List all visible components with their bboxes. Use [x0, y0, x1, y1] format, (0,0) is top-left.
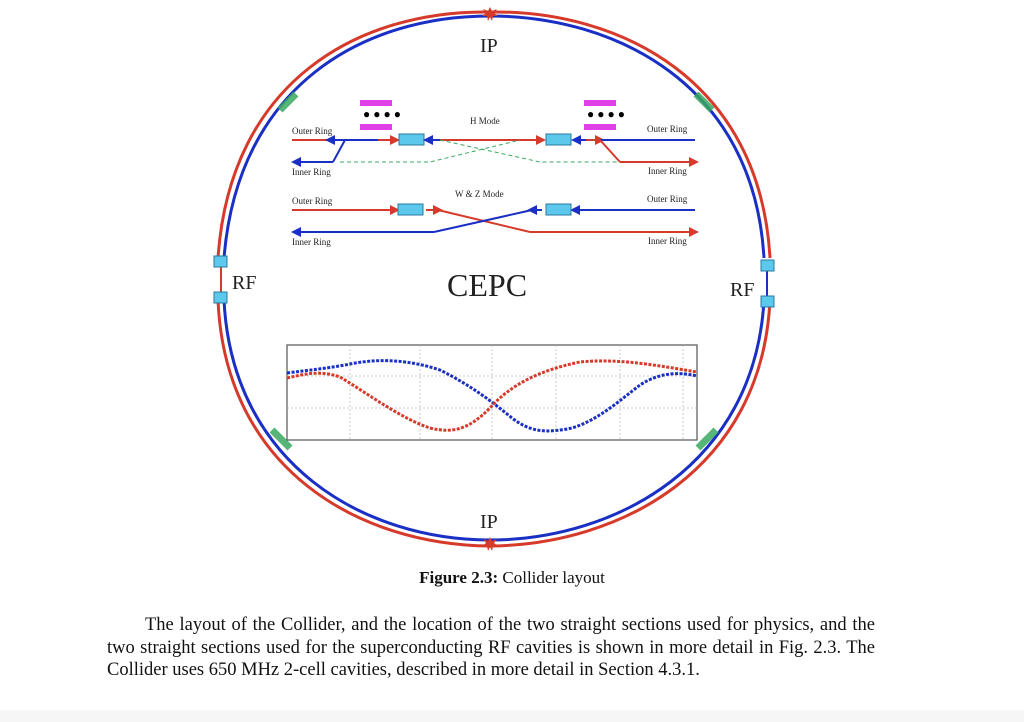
h-mode-title: H Mode [470, 116, 500, 126]
collider-ring [216, 10, 772, 548]
ip-bottom-label: IP [480, 511, 498, 533]
blue-series [286, 359, 698, 433]
beam-orbit-plot [286, 344, 698, 441]
caption-text: Collider layout [498, 568, 605, 587]
ip-bottom-star-icon [482, 537, 498, 551]
rf-right-cavities [760, 259, 775, 308]
wz-outer-ring-right: Outer Ring [647, 194, 688, 204]
collider-layout-figure: IP IP RF RF ● ● ● ● ● ● ● ● H Mod [213, 7, 775, 551]
paragraph-text: The layout of the Collider, and the loca… [107, 615, 875, 680]
page-bottom-edge [0, 710, 1024, 722]
caption-label: Figure 2.3: [419, 568, 499, 587]
h-inner-ring-right: Inner Ring [648, 166, 687, 176]
svg-text:● ● ● ●: ● ● ● ● [587, 107, 625, 121]
h-outer-ring-left: Outer Ring [292, 126, 333, 136]
red-series [286, 359, 698, 432]
wz-inner-ring-left: Inner Ring [292, 237, 331, 247]
h-inner-ring-left: Inner Ring [292, 167, 331, 177]
svg-text:● ● ● ●: ● ● ● ● [363, 107, 401, 121]
rf-right-label: RF [730, 279, 754, 301]
cepc-title: CEPC [447, 267, 527, 303]
wz-inner-ring-right: Inner Ring [648, 236, 687, 246]
wz-outer-ring-left: Outer Ring [292, 196, 333, 206]
ip-top-label: IP [480, 35, 498, 57]
h-outer-ring-right: Outer Ring [647, 124, 688, 134]
rf-left-cavities [213, 255, 228, 304]
wz-mode-schematic [291, 203, 699, 237]
ip-top-star-icon [482, 7, 498, 21]
body-paragraph: The layout of the Collider, and the loca… [107, 614, 875, 682]
h-mode-schematic: ● ● ● ● ● ● ● ● [291, 100, 699, 167]
rf-left-label: RF [232, 272, 256, 294]
figure-caption: Figure 2.3: Collider layout [0, 568, 1024, 588]
wz-mode-title: W & Z Mode [455, 189, 504, 199]
